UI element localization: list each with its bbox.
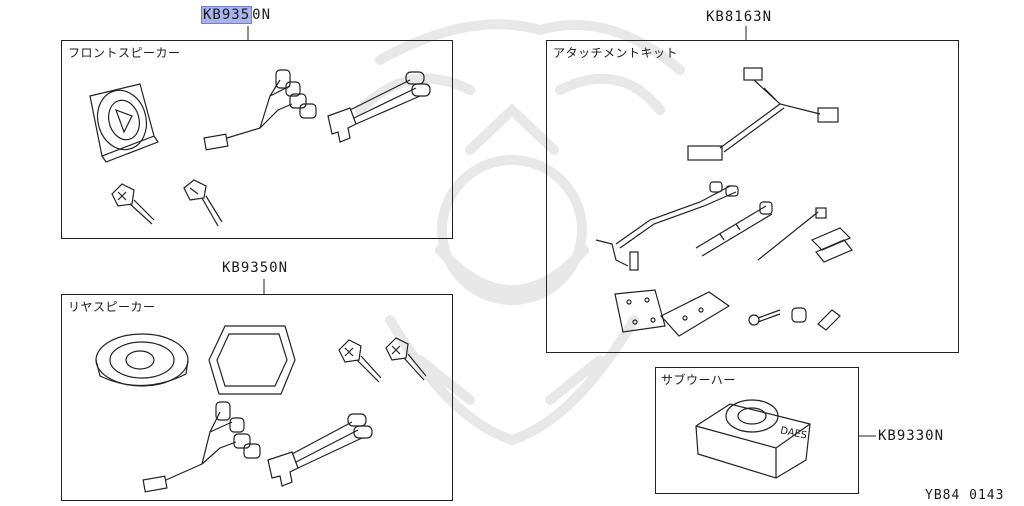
subwoofer-box: サブウーハー <box>655 367 859 494</box>
rear-screw-2-illustration[interactable] <box>382 334 432 384</box>
attachment-harness-illustration[interactable] <box>680 64 850 164</box>
subwoofer-label: サブウーハー <box>661 373 736 387</box>
cable-tie-and-pads-illustration[interactable] <box>754 206 854 266</box>
rear-speaker-label: リヤスピーカー <box>68 300 156 314</box>
rear-speaker-part-number[interactable]: KB9350N <box>222 260 289 276</box>
antenna-adapter-illustration[interactable] <box>690 198 776 260</box>
subwoofer-part-number[interactable]: KB9330N <box>878 428 945 444</box>
rear-speaker-unit-illustration[interactable] <box>90 330 200 400</box>
attachment-kit-part-number[interactable]: KB8163N <box>706 9 773 25</box>
attachment-kit-box: アタッチメントキット <box>546 40 959 353</box>
front-screw-1-illustration[interactable] <box>108 180 158 230</box>
front-screw-2-illustration[interactable] <box>178 178 228 230</box>
screws-and-clips-illustration[interactable] <box>746 300 846 336</box>
front-speaker-harness-illustration[interactable] <box>200 66 330 156</box>
rear-speaker-gasket-illustration[interactable] <box>205 320 300 400</box>
subwoofer-unit-illustration[interactable] <box>690 386 820 482</box>
mounting-brackets-illustration[interactable] <box>605 286 735 346</box>
search-highlight: KB935 <box>201 6 253 24</box>
attachment-cable-illustration[interactable] <box>590 180 750 280</box>
front-speaker-unit-illustration[interactable] <box>80 76 160 166</box>
rear-screw-1-illustration[interactable] <box>335 336 385 386</box>
diagram-id: YB84 0143 <box>925 488 1005 503</box>
part-number-suffix: 0N <box>252 7 272 23</box>
attachment-kit-label: アタッチメントキット <box>553 46 679 60</box>
front-speaker-label: フロントスピーカー <box>68 46 181 60</box>
front-speaker-box: フロントスピーカー <box>61 40 453 239</box>
rear-speaker-box: リヤスピーカー <box>61 294 453 501</box>
rear-speaker-harness-illustration[interactable] <box>140 398 270 494</box>
rear-speaker-connector-illustration[interactable] <box>262 410 382 490</box>
front-speaker-connector-illustration[interactable] <box>320 66 440 146</box>
